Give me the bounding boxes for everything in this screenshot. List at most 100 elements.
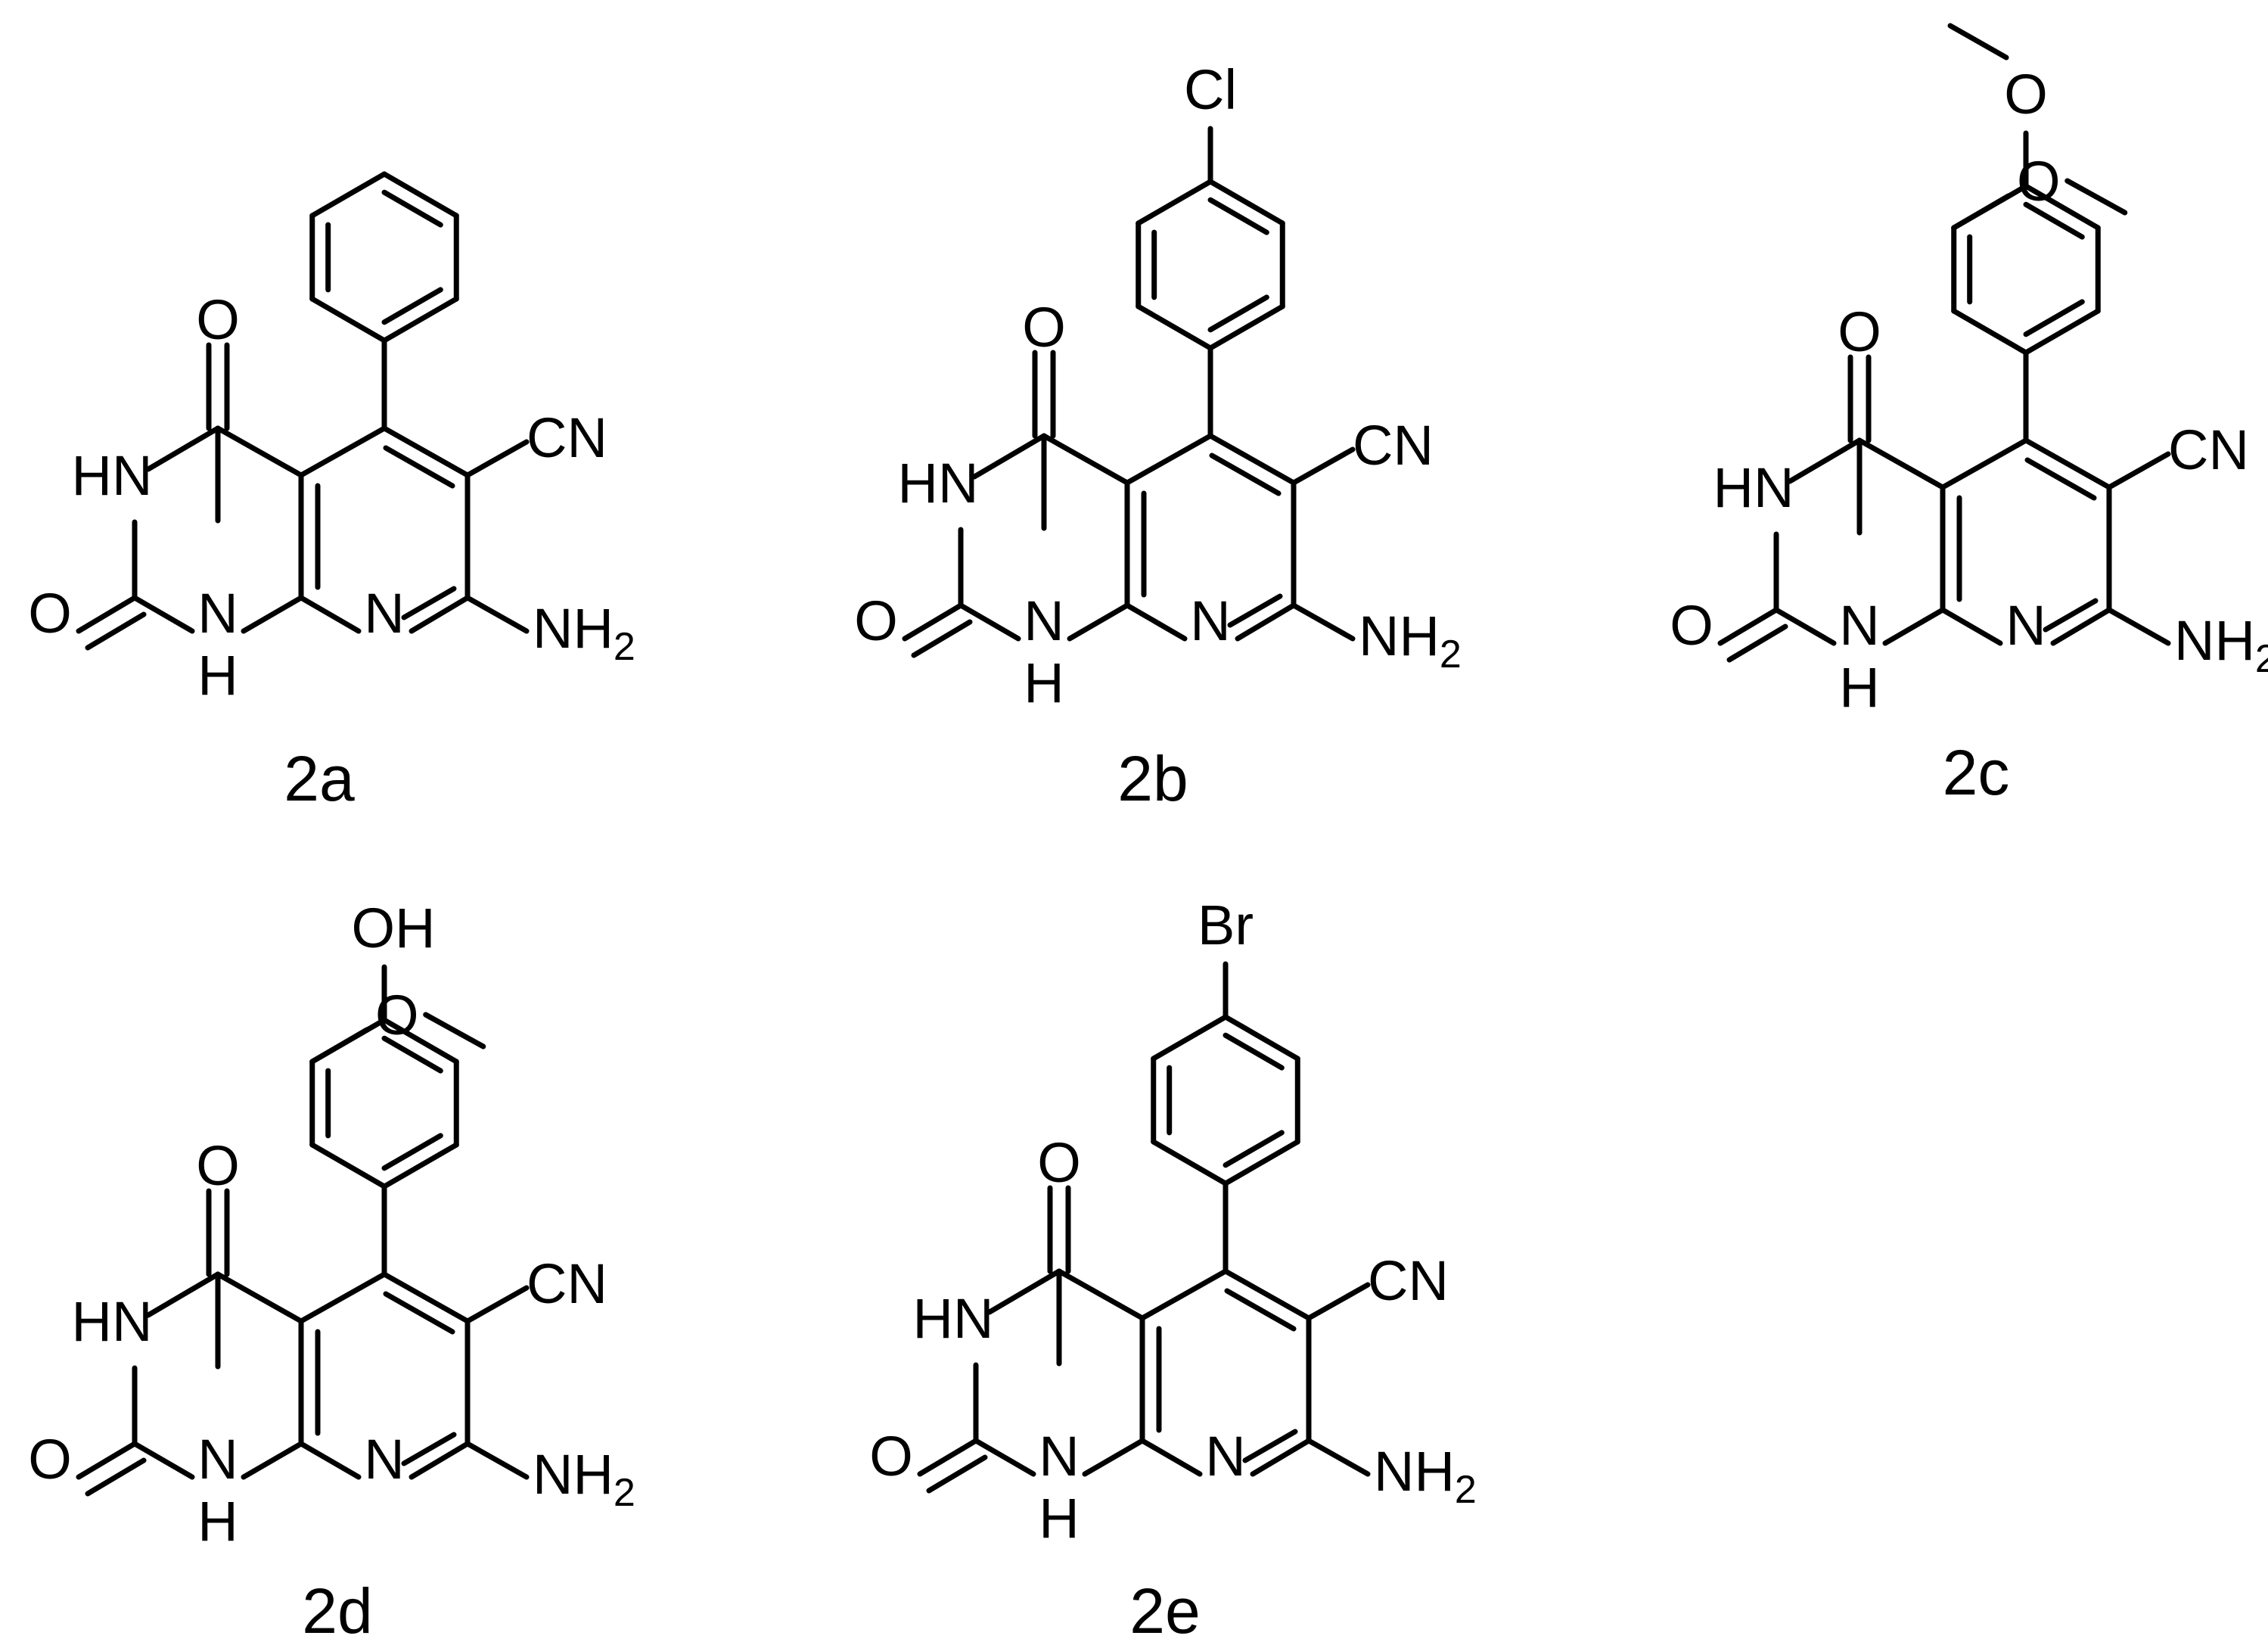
bond-c7-n8 [1235, 602, 1297, 642]
nitrile-group: CN [527, 406, 607, 469]
bond-c5-c6 [381, 425, 471, 478]
bond-c5-c6-double [2024, 457, 2097, 501]
bond-c7-n8 [1250, 1438, 1312, 1477]
bond-c4-n3 [145, 425, 221, 472]
bond-c7-n8-double [401, 586, 457, 620]
aryl-bond [309, 296, 387, 344]
bond-c7-n8-double [1242, 1429, 1298, 1463]
nitrogen-n1: N [1839, 594, 1879, 657]
hn-n3: HN [1713, 456, 1794, 519]
bond-c2-n1 [958, 602, 1021, 642]
bond-n1-c8a [241, 595, 304, 634]
amine-label: NH2 [2174, 609, 2268, 681]
nitrogen-n8: N [2005, 594, 2046, 657]
bond-c7-nh2 [464, 1441, 530, 1480]
nitrile-group: CN [2168, 418, 2249, 481]
compound-label: 2d [302, 1575, 372, 1645]
bond-n1-c8a [1082, 1438, 1145, 1477]
nitrogen-n8: N [1190, 589, 1230, 652]
bond-c6-cn [2106, 451, 2171, 490]
amine-label: NH2 [1359, 605, 1462, 676]
methoxy-oxygen-3: O [375, 984, 419, 1046]
carbonyl-c2 [76, 595, 138, 634]
bond-c4a-c5 [298, 1271, 387, 1324]
aryl-bond [381, 1017, 459, 1065]
hydrogen-n1: H [1839, 656, 1879, 719]
bond-c5-c6-double [383, 1291, 455, 1335]
nitrile-group: CN [1368, 1249, 1449, 1312]
aryl-bond [1223, 1139, 1300, 1186]
amine-label: NH2 [1374, 1440, 1477, 1512]
carbonyl-c2-double [911, 619, 973, 658]
aryl-bond [309, 171, 387, 219]
aryl-bond [1207, 303, 1285, 351]
chloro-substituent: Cl [1184, 58, 1237, 121]
nitrogen-n8: N [364, 582, 404, 645]
amine-nh: NH [1374, 1440, 1455, 1503]
methoxy-oxygen-4: O [2004, 63, 2048, 126]
oxygen-c4: O [1022, 296, 1066, 359]
aryl-bond-double [381, 189, 443, 228]
hn-n3: HN [913, 1287, 994, 1350]
hydrogen-n1: H [197, 644, 238, 707]
bond-c4a-c5 [1139, 1268, 1229, 1321]
aryl-bond [1951, 308, 2029, 356]
amine-nh: NH [1359, 605, 1440, 667]
nitrogen-n8: N [1205, 1425, 1245, 1488]
bond-c7-nh2 [2106, 607, 2171, 646]
carbonyl-c2-double [1726, 623, 1788, 663]
nitrogen-n1: N [1024, 589, 1064, 652]
amine-subscript: 2 [1455, 1468, 1477, 1512]
amine-nh: NH [533, 597, 614, 660]
bond-c5-c6-double [1224, 1288, 1297, 1332]
compound-label: 2c [1943, 737, 2010, 808]
carbonyl-c2-double [85, 1457, 147, 1497]
bond-c5-c6 [381, 1271, 471, 1324]
amine-subscript: 2 [614, 1471, 635, 1515]
aryl-bond [309, 1142, 387, 1189]
oxygen-c2: O [28, 1428, 72, 1491]
methoxy-oxygen-3: O [2017, 150, 2061, 213]
hydrogen-n1: H [1024, 651, 1064, 714]
hn-n3: HN [898, 452, 979, 515]
oxygen-c4: O [1838, 300, 1881, 363]
amine-subscript: 2 [2255, 637, 2268, 681]
bond-c7-nh2 [1306, 1438, 1371, 1477]
bond-c7-n8 [409, 595, 471, 634]
bond-c7-n8-double [2043, 598, 2099, 633]
bond-c2-n1 [132, 595, 195, 634]
oxygen-c2: O [1670, 594, 1713, 657]
bond-c2-n1 [1773, 607, 1837, 646]
aryl-bond-double [381, 1133, 443, 1171]
bond-c5-c6 [1223, 1268, 1312, 1321]
aryl-bond [2023, 308, 2101, 356]
bond-c4-n3 [145, 1271, 221, 1318]
carbonyl-c2 [76, 1441, 138, 1480]
oxygen-c4: O [196, 1134, 240, 1197]
bond-c4-n3 [1787, 437, 1863, 484]
carbonyl-c2-double [85, 611, 147, 651]
oxygen-c2: O [854, 589, 898, 652]
nitrogen-n1: N [197, 582, 238, 645]
bond-n8-c8a [1139, 1438, 1203, 1477]
bond-c4-n3 [986, 1268, 1062, 1315]
bond-c2-n1 [132, 1441, 195, 1480]
nitrile-group: CN [527, 1252, 607, 1315]
bond-c7-n8 [2050, 607, 2112, 646]
bond-c5-c6-double [383, 445, 455, 489]
methyl-bond-4 [1947, 23, 2009, 61]
bond-c4-c4a [1041, 433, 1130, 486]
methyl-bond-3 [423, 1012, 486, 1050]
carbonyl-c2 [1717, 607, 1779, 646]
carbonyl-c2 [902, 602, 964, 642]
bond-c4-c4a [1856, 437, 1946, 490]
oxygen-c2: O [869, 1425, 913, 1488]
bond-c7-n8-double [401, 1432, 457, 1466]
aryl-bond [1207, 179, 1285, 226]
aryl-bond-double [381, 1035, 443, 1074]
oxygen-c2: O [28, 582, 72, 645]
bond-n1-c8a [1067, 602, 1130, 642]
